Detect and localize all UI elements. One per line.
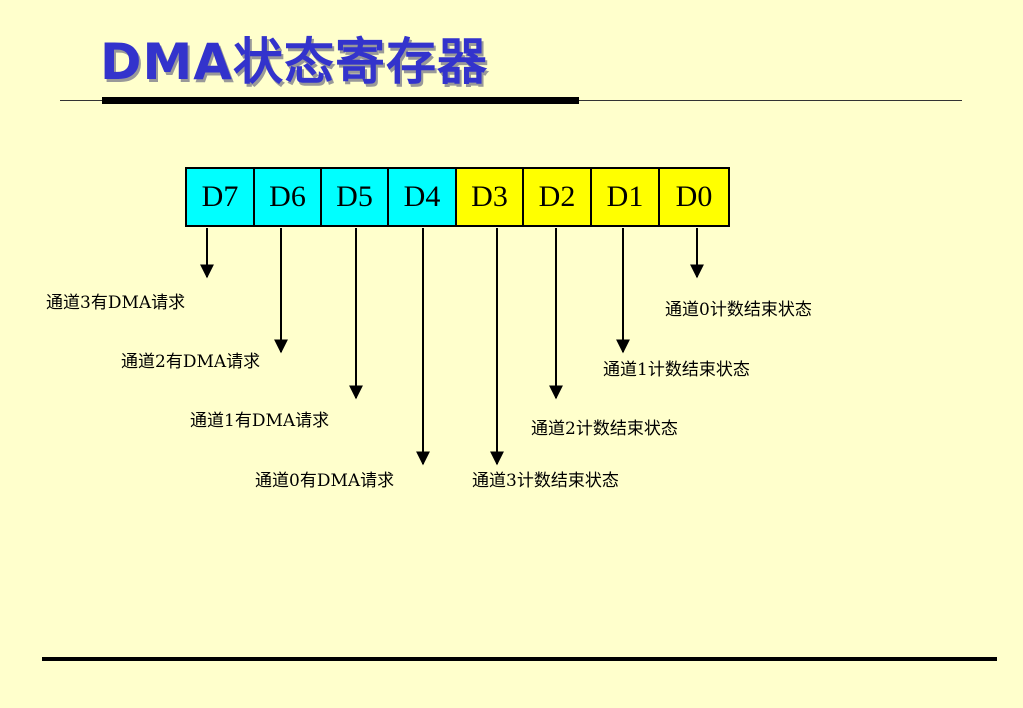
label-d1: 通道1计数结束状态 [603,360,750,380]
bit-d4: D4 [389,169,457,225]
label-d2: 通道2计数结束状态 [531,419,678,439]
bit-d3: D3 [457,169,524,225]
bit-d2: D2 [524,169,592,225]
footer-rule [42,657,997,661]
label-d5: 通道1有DMA请求 [190,411,330,431]
label-d6: 通道2有DMA请求 [121,352,261,372]
title-underline-thick [102,97,579,104]
bit-d6: D6 [255,169,322,225]
bit-d0: D0 [660,169,728,225]
bit-d1: D1 [592,169,660,225]
status-register: D7 D6 D5 D4 D3 D2 D1 D0 [185,167,730,227]
label-d3: 通道3计数结束状态 [472,471,619,491]
label-d0: 通道0计数结束状态 [665,300,812,320]
bit-d5: D5 [322,169,389,225]
bit-d7: D7 [187,169,255,225]
label-d4: 通道0有DMA请求 [255,471,395,491]
label-d7: 通道3有DMA请求 [46,293,186,313]
slide-title: DMA状态寄存器 [100,33,488,91]
